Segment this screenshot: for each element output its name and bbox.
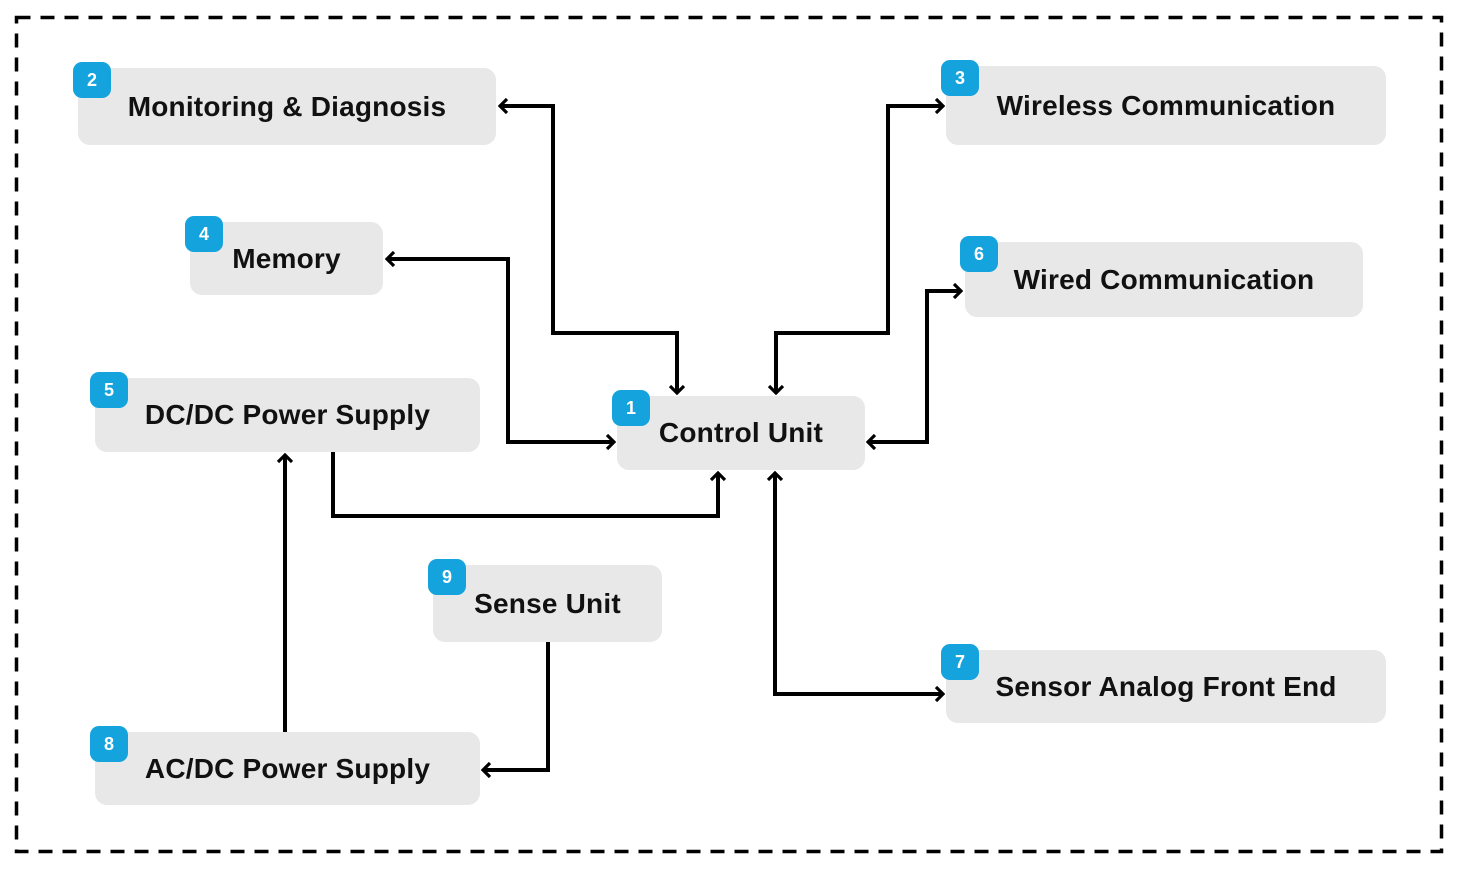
block-wired-communication: 6 Wired Communication (960, 236, 1363, 317)
connector-control-unit-wired-communication (868, 291, 961, 442)
block-label: Wired Communication (1013, 263, 1315, 295)
block-label: DC/DC Power Supply (144, 399, 431, 430)
block-monitoring-diagnosis: 2 Monitoring & Diagnosis (73, 62, 496, 145)
block-sense-unit: 9 Sense Unit (428, 559, 662, 642)
connector-dcdc-power-supply-control-unit (331, 452, 718, 518)
block-label: Sense Unit (474, 587, 621, 619)
connector-control-unit-monitoring-diagnosis (500, 106, 677, 393)
block-label: Wireless Communication (996, 89, 1336, 121)
block-label: Sensor Analog Front End (995, 670, 1337, 702)
block-number-badge: 4 (185, 216, 223, 252)
block-number-badge: 9 (428, 559, 466, 595)
block-number-badge: 3 (941, 60, 979, 96)
block-sensor-analog-front-end: 7 Sensor Analog Front End (941, 644, 1386, 723)
connector-control-unit-wireless-communication (776, 106, 943, 393)
block-acdc-power-supply: 8 AC/DC Power Supply (90, 726, 480, 805)
connector-control-unit-sensor-analog-front-end (775, 473, 943, 694)
block-number-badge: 7 (941, 644, 979, 680)
block-number-badge: 8 (90, 726, 128, 762)
connector-sense-unit-acdc-power-supply (483, 642, 550, 770)
block-label: Control Unit (658, 417, 824, 448)
block-number-badge: 1 (612, 390, 650, 426)
connector-control-unit-memory (387, 259, 614, 442)
block-memory: 4 Memory (185, 216, 383, 295)
block-number-badge: 2 (73, 62, 111, 98)
block-wireless-communication: 3 Wireless Communication (941, 60, 1386, 145)
block-control-unit: 1 Control Unit (612, 390, 865, 470)
block-dcdc-power-supply: 5 DC/DC Power Supply (90, 372, 480, 452)
block-number-badge: 6 (960, 236, 998, 272)
block-label: AC/DC Power Supply (144, 752, 431, 784)
block-label: Monitoring & Diagnosis (127, 90, 447, 122)
block-label: Memory (232, 242, 341, 274)
block-number-badge: 5 (90, 372, 128, 408)
